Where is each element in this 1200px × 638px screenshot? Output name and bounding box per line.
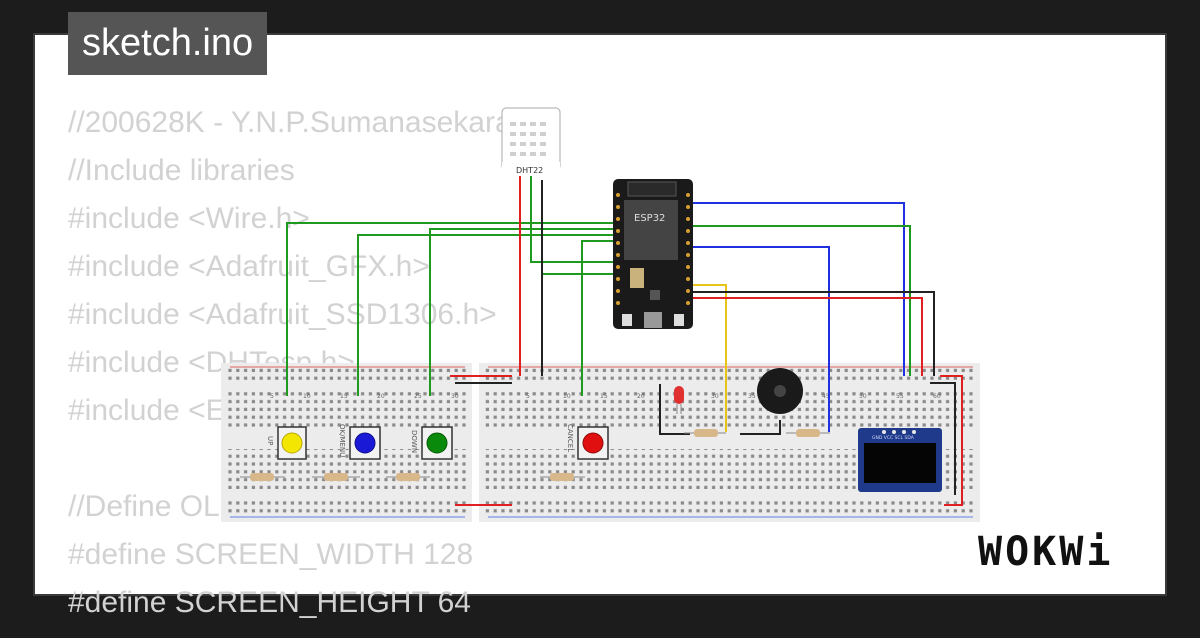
bb-num: 10 (303, 393, 311, 400)
button-up-label: UP (266, 436, 274, 445)
wokwi-logo: WOKWi (978, 529, 1114, 575)
code-line: #include <Wire.h> (68, 202, 310, 235)
button-up[interactable]: UP (266, 426, 307, 460)
button-down-label: DOWN (410, 430, 418, 453)
esp32-board[interactable]: ESP32 (613, 179, 693, 329)
led-red[interactable] (674, 386, 684, 414)
code-line: //200628K - Y.N.P.Sumanasekara (68, 106, 512, 139)
dht22-sensor[interactable]: DHT22 (501, 107, 561, 176)
button-cancel[interactable]: CANCEL (566, 424, 609, 460)
code-line: #define SCREEN_WIDTH 128 (68, 538, 474, 571)
code-line: #include <Adafruit_GFX.h> (68, 250, 430, 283)
bb-num: 25 (414, 393, 422, 400)
bb-num: 60 (933, 393, 941, 400)
bb-num: 20 (637, 393, 645, 400)
bb-num: 35 (748, 393, 756, 400)
button-down[interactable]: DOWN (410, 426, 453, 460)
buzzer[interactable] (757, 368, 803, 414)
bb-num: 10 (563, 393, 571, 400)
bb-num: 45 (822, 393, 830, 400)
esp32-label: ESP32 (634, 213, 665, 224)
code-line: #define SCREEN_HEIGHT 64 (68, 586, 471, 619)
bb-num: 55 (896, 393, 904, 400)
bb-num: 5 (270, 393, 274, 400)
button-ok-menu-label: OK/MENU (338, 424, 346, 457)
code-line: #include <Adafruit_SSD1306.h> (68, 298, 497, 331)
oled-pin-labels: GND VCC SCL SDA (872, 435, 915, 441)
bb-num: 20 (377, 393, 385, 400)
bb-num: 15 (600, 393, 608, 400)
dht22-label: DHT22 (516, 166, 543, 175)
oled-display[interactable]: GND VCC SCL SDA (858, 428, 942, 492)
bb-num: 30 (451, 393, 459, 400)
resistors (240, 429, 830, 481)
wires (286, 175, 963, 506)
code-line: //Include libraries (68, 154, 295, 187)
bb-num: 5 (526, 393, 530, 400)
bb-num: 15 (340, 393, 348, 400)
button-ok-menu[interactable]: OK/MENU (338, 424, 381, 460)
bb-num: 50 (859, 393, 867, 400)
bb-num: 30 (711, 393, 719, 400)
file-title: sketch.ino (68, 12, 268, 75)
button-cancel-label: CANCEL (566, 424, 574, 452)
